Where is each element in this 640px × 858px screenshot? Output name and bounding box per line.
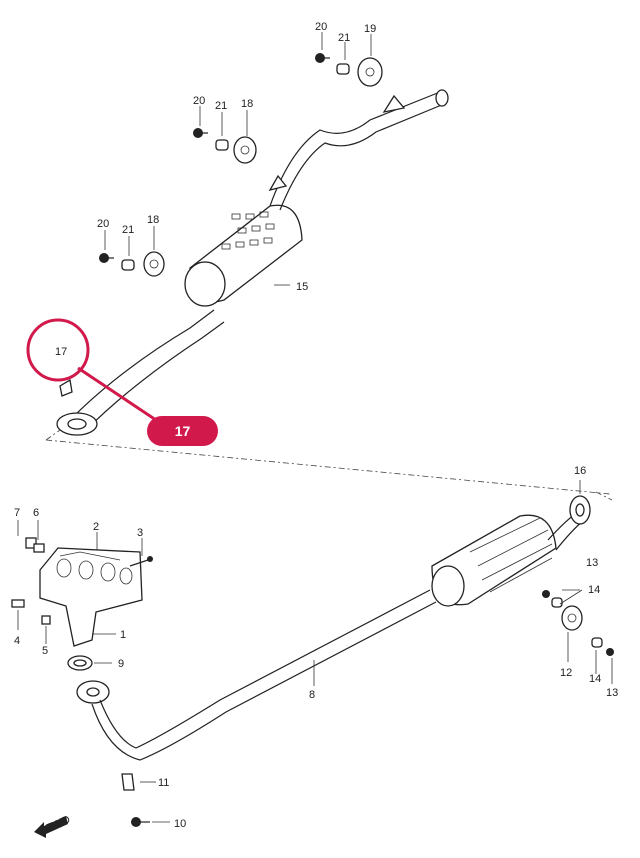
part-label-14: 14 xyxy=(588,584,600,596)
highlight-callout xyxy=(26,318,157,422)
highlight-circle xyxy=(26,318,90,382)
part-label-7: 7 xyxy=(14,507,20,519)
front-pipe-assembly xyxy=(11,480,614,827)
part-label-2: 2 xyxy=(93,521,99,533)
part-label-21: 21 xyxy=(122,224,134,236)
part-number-labels: 20 21 19 20 21 18 20 21 18 15 17 16 7 6 … xyxy=(14,21,618,830)
part-label-20: 20 xyxy=(193,95,205,107)
part-label-6: 6 xyxy=(33,507,39,519)
part-label-5: 5 xyxy=(42,645,48,657)
separator-line xyxy=(45,439,611,495)
part-label-9: 9 xyxy=(118,658,124,670)
forward-arrow-icon: FWD xyxy=(34,814,72,838)
part-label-13: 13 xyxy=(586,557,598,569)
part-label-17: 17 xyxy=(55,346,67,358)
part-label-11: 11 xyxy=(158,777,169,789)
callout-badge: 17 xyxy=(147,416,218,446)
part-label-18: 18 xyxy=(241,98,253,110)
rear-muffler-assembly xyxy=(56,32,449,436)
part-label-3: 3 xyxy=(137,527,143,539)
part-label-20: 20 xyxy=(315,21,327,33)
part-label-15: 15 xyxy=(296,281,308,293)
part-label-14: 14 xyxy=(589,673,601,685)
part-label-12: 12 xyxy=(560,667,572,679)
part-label-18: 18 xyxy=(147,214,159,226)
part-label-10: 10 xyxy=(174,818,186,830)
part-label-13: 13 xyxy=(606,687,618,699)
part-label-8: 8 xyxy=(309,689,315,701)
callout-leader-line xyxy=(77,366,157,422)
part-label-1: 1 xyxy=(120,629,126,641)
forward-arrow-label: FWD xyxy=(44,814,72,835)
part-label-20: 20 xyxy=(97,218,109,230)
part-label-16: 16 xyxy=(574,465,586,477)
part-label-21: 21 xyxy=(215,100,227,112)
part-label-21: 21 xyxy=(338,32,350,44)
part-label-4: 4 xyxy=(14,635,20,647)
part-label-19: 19 xyxy=(364,23,376,35)
